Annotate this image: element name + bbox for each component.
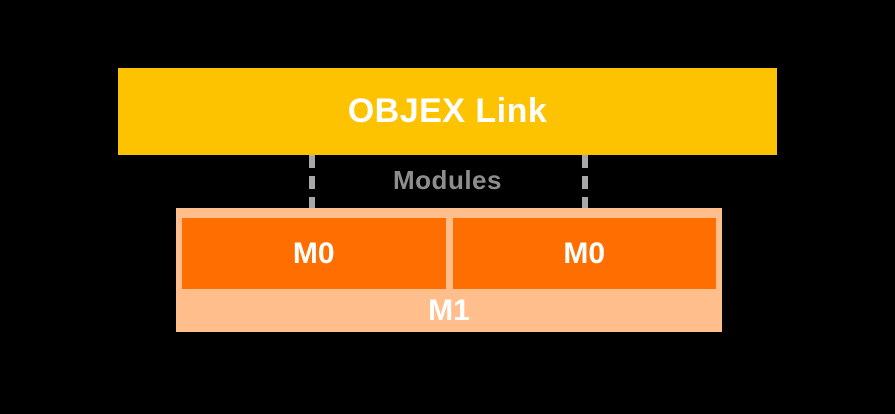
banner-title: OBJEX Link	[347, 92, 548, 130]
connector-dashed-line-right	[582, 155, 588, 208]
connector-dashed-line-left	[309, 155, 315, 208]
modules-connector-label: Modules	[393, 165, 502, 195]
child-module-m0-left: M0	[182, 218, 446, 289]
child-module-m0-right: M0	[452, 218, 716, 289]
parent-module-label: M1	[428, 293, 470, 327]
parent-module-m1: M0 M0 M1	[176, 208, 722, 332]
child-module-row: M0 M0	[182, 218, 716, 289]
objex-link-banner: OBJEX Link	[118, 68, 777, 155]
